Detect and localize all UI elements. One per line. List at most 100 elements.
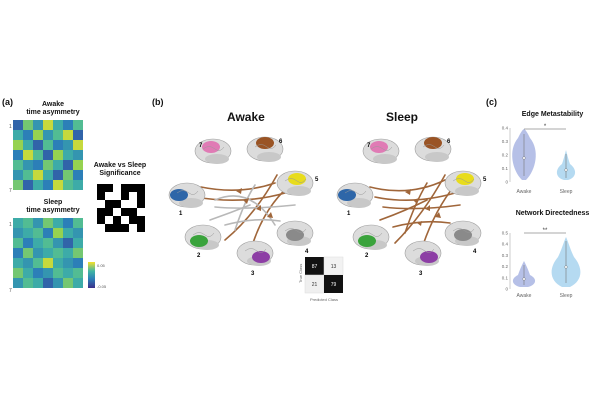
panel-a-label: (a) — [2, 97, 13, 107]
significance-cell — [97, 224, 105, 232]
significance-cell — [105, 216, 113, 224]
colorbar-max: 0.05 — [97, 263, 106, 268]
heatmap-cell — [53, 130, 63, 140]
heatmap-cell — [23, 150, 33, 160]
brain-region-3 — [404, 240, 442, 266]
heatmap-cell — [23, 160, 33, 170]
heatmap-cell — [53, 170, 63, 180]
sleep-arrow — [369, 179, 446, 192]
heatmap-cell — [73, 180, 83, 190]
heatmap-cell — [23, 120, 33, 130]
awake-arrow — [224, 174, 278, 241]
y-tick-label: 0.5 — [502, 231, 509, 236]
directedness-significance: ** — [543, 228, 548, 234]
brain-region-1 — [336, 182, 374, 208]
confusion-matrix: 87 13 21 79 True Class Predicted Class — [298, 256, 344, 302]
heatmap-cell — [63, 218, 73, 228]
heatmap-cell — [13, 218, 23, 228]
heatmap-cell — [13, 150, 23, 160]
sleep-arrow — [379, 199, 428, 221]
heatmap-cell — [13, 258, 23, 268]
significance-cell — [129, 216, 137, 224]
heatmap-cell — [33, 268, 43, 278]
heatmap-cell — [23, 258, 33, 268]
heatmap-cell — [63, 268, 73, 278]
sleep-tick-start: 1 — [9, 222, 12, 228]
heatmap-cell — [13, 278, 23, 288]
significance-cell — [121, 224, 129, 232]
heatmap-cell — [43, 268, 53, 278]
significance-cell — [137, 200, 145, 208]
heatmap-cell — [13, 180, 23, 190]
significance-cell — [105, 224, 113, 232]
significance-cell — [113, 216, 121, 224]
awake-arrow-grey — [234, 184, 256, 231]
heatmap-cell — [73, 170, 83, 180]
panel-b-label: (b) — [152, 97, 164, 107]
significance-cell — [97, 208, 105, 216]
sleep-asymmetry-title: Sleep time asymmetry — [26, 199, 80, 214]
heatmap-cell — [43, 120, 53, 130]
heatmap-cell — [33, 180, 43, 190]
significance-cell — [129, 192, 137, 200]
heatmap-cell — [63, 120, 73, 130]
heatmap-cell — [33, 228, 43, 238]
significance-cell — [113, 192, 121, 200]
sleep-arrow — [404, 182, 428, 234]
heatmap-cell — [13, 248, 23, 258]
awake-asymmetry-title: Awake time asymmetry — [26, 101, 80, 116]
heatmap-cell — [23, 228, 33, 238]
arrowhead — [413, 198, 419, 204]
awake-tick-end: 7 — [9, 188, 12, 194]
significance-cell — [113, 224, 121, 232]
brain-region-5 — [444, 170, 482, 196]
edge-metastability-violin: 00.10.20.30.4 * Awake Sleep — [502, 124, 576, 195]
y-tick-label: 0.4 — [502, 126, 509, 131]
heatmap-cell — [33, 130, 43, 140]
heatmap-cell — [63, 160, 73, 170]
heatmap-cell — [43, 278, 53, 288]
heatmap-cell — [13, 268, 23, 278]
arrowhead — [236, 188, 242, 194]
heatmap-cell — [23, 170, 33, 180]
heatmap-cell — [73, 238, 83, 248]
colorbar — [88, 262, 95, 288]
heatmap-cell — [23, 238, 33, 248]
heatmap-cell — [63, 140, 73, 150]
network-directedness-violin: 00.10.20.30.40.5 ** Awake Sleep — [502, 228, 581, 299]
y-tick-label: 0.3 — [502, 139, 509, 144]
significance-cell — [105, 192, 113, 200]
region-label: 2 — [197, 253, 201, 259]
region-label: 5 — [315, 177, 319, 183]
significance-cell — [121, 192, 129, 200]
significance-cell — [129, 200, 137, 208]
heatmap-cell — [43, 248, 53, 258]
significance-cell — [105, 208, 113, 216]
edge-metastability-title: Edge Metastability — [521, 111, 584, 118]
heatmap-cell — [13, 140, 23, 150]
heatmap-cell — [33, 160, 43, 170]
heatmap-cell — [33, 120, 43, 130]
arrowhead — [425, 205, 430, 211]
confusion-ylabel: True Class — [298, 264, 303, 283]
arrowhead — [267, 212, 273, 218]
y-tick-label: 0.4 — [502, 242, 509, 247]
heatmap-cell — [63, 180, 73, 190]
heatmap-cell — [13, 238, 23, 248]
significance-cell — [105, 200, 113, 208]
arrowhead — [243, 198, 249, 204]
region-label: 7 — [367, 143, 371, 149]
y-tick-label: 0.2 — [502, 264, 509, 269]
significance-cell — [121, 208, 129, 216]
region-label: 3 — [251, 271, 255, 277]
heatmap-cell — [53, 140, 63, 150]
significance-cell — [137, 216, 145, 224]
significance-cell — [97, 192, 105, 200]
heatmap-cell — [33, 140, 43, 150]
significance-cell — [97, 216, 105, 224]
heatmap-cell — [73, 120, 83, 130]
heatmap-cell — [53, 150, 63, 160]
heatmap-cell — [53, 120, 63, 130]
heatmap-cell — [63, 130, 73, 140]
